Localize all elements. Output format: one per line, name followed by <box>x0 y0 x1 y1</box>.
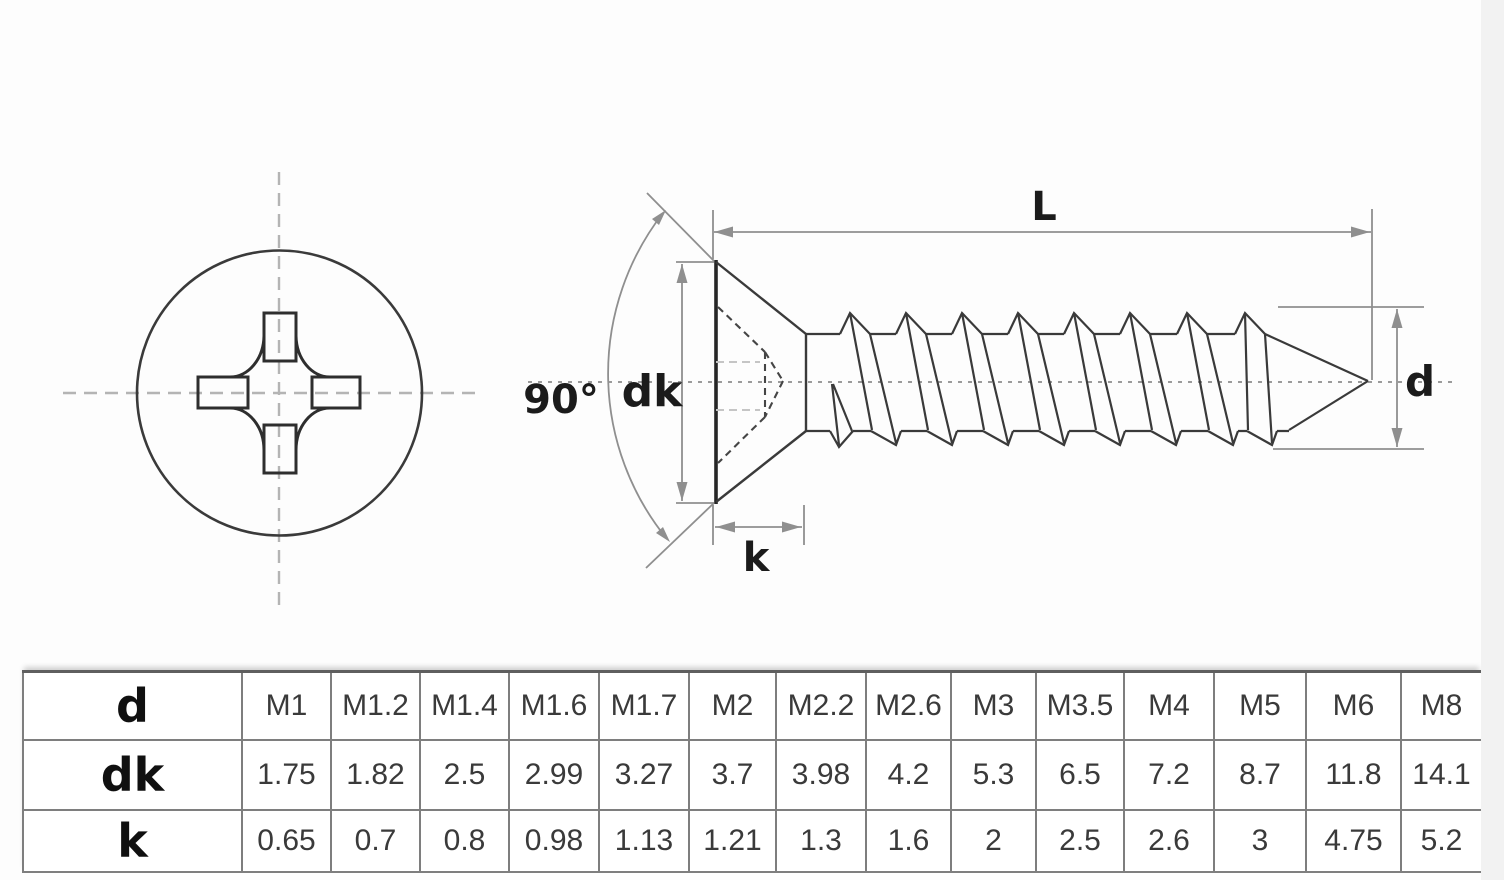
screw-front-view <box>63 172 478 612</box>
value-cell: M2 <box>688 670 777 741</box>
value-cell: M3.5 <box>1035 670 1125 741</box>
head-height-label: k <box>743 535 771 581</box>
value-cell: M2.6 <box>865 670 952 741</box>
value-cell: 14.1 <box>1400 738 1481 811</box>
technical-drawing: 90° dk k L <box>63 172 1458 612</box>
thread-diameter-label: d <box>1405 357 1435 406</box>
value-cell: M1 <box>241 670 332 741</box>
phillips-recess-icon <box>196 311 362 475</box>
value-cell: 5.3 <box>950 738 1037 811</box>
value-cell: 0.65 <box>241 808 332 873</box>
value-cell: 0.8 <box>419 808 510 873</box>
row-label: k <box>22 808 243 873</box>
value-cell: 1.82 <box>330 738 421 811</box>
value-cell: 1.75 <box>241 738 332 811</box>
head-diameter-label: dk <box>622 366 684 417</box>
value-cell: 2.5 <box>1035 808 1125 873</box>
value-cell: M1.6 <box>508 670 600 741</box>
recess-hidden-lines <box>717 306 784 464</box>
value-cell: 4.75 <box>1305 808 1402 873</box>
value-cell: 1.6 <box>865 808 952 873</box>
countersunk-head <box>714 260 808 504</box>
value-cell: 1.21 <box>688 808 777 873</box>
row-label: d <box>22 670 243 741</box>
value-cell: 1.3 <box>775 808 867 873</box>
value-cell: 0.98 <box>508 808 600 873</box>
dimension-k: k <box>712 505 805 581</box>
value-cell: M3 <box>950 670 1037 741</box>
value-cell: 2.5 <box>419 738 510 811</box>
value-cell: 1.13 <box>598 808 690 873</box>
value-cell: 0.7 <box>330 808 421 873</box>
value-cell: 2.99 <box>508 738 600 811</box>
total-length-label: L <box>1031 184 1057 230</box>
countersink-angle-label: 90° <box>523 377 599 423</box>
value-cell: M5 <box>1213 670 1307 741</box>
value-cell: 5.2 <box>1400 808 1481 873</box>
screw-side-view <box>528 260 1458 504</box>
value-cell: M1.2 <box>330 670 421 741</box>
countersink-angle-annotation: 90° <box>523 192 715 569</box>
front-view-centerlines <box>63 172 478 612</box>
thread-profile <box>806 311 1289 449</box>
value-cell: M1.7 <box>598 670 690 741</box>
value-cell: M6 <box>1305 670 1402 741</box>
value-cell: M1.4 <box>419 670 510 741</box>
value-cell: 8.7 <box>1213 738 1307 811</box>
value-cell: 3 <box>1213 808 1307 873</box>
recess-depth-lines <box>716 361 760 411</box>
value-cell: 6.5 <box>1035 738 1125 811</box>
value-cell: 11.8 <box>1305 738 1402 811</box>
screw-tip <box>1264 332 1369 431</box>
dimension-dk: dk <box>622 261 714 504</box>
value-cell: 2.6 <box>1123 808 1215 873</box>
value-cell: M4 <box>1123 670 1215 741</box>
value-cell: 4.2 <box>865 738 952 811</box>
head-circle <box>135 249 424 537</box>
dimension-d: d <box>1273 306 1435 450</box>
right-edge-strip <box>1481 0 1504 880</box>
value-cell: M2.2 <box>775 670 867 741</box>
value-cell: 7.2 <box>1123 738 1215 811</box>
dimension-L: L <box>712 184 1373 380</box>
value-cell: 3.27 <box>598 738 690 811</box>
value-cell: 3.7 <box>688 738 777 811</box>
value-cell: 3.98 <box>775 738 867 811</box>
value-cell: M8 <box>1400 670 1481 741</box>
row-label: dk <box>22 738 243 811</box>
value-cell: 2 <box>950 808 1037 873</box>
